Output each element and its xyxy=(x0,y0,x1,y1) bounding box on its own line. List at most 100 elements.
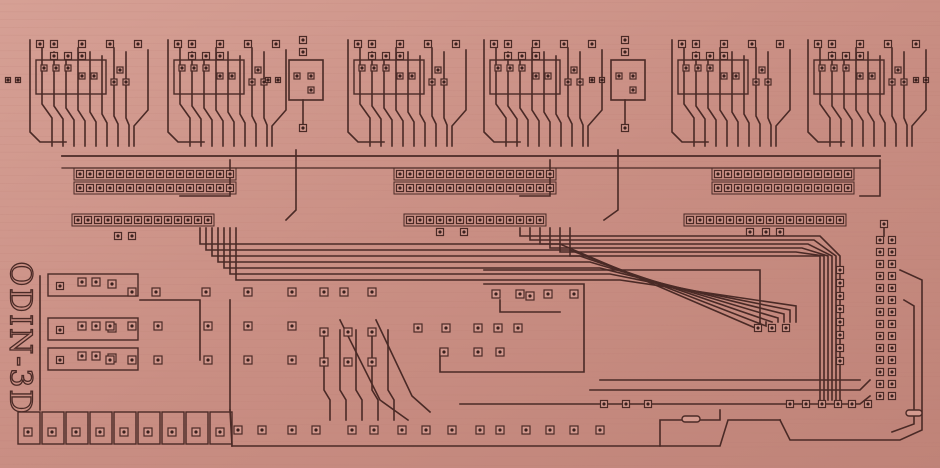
copper-trace xyxy=(383,55,393,147)
copper-trace xyxy=(271,49,287,147)
drill-hole xyxy=(346,330,350,334)
terminal-outline xyxy=(113,411,137,445)
drill-hole xyxy=(786,172,790,176)
copper-trace xyxy=(707,55,717,147)
drill-hole xyxy=(924,78,928,82)
copper-trace xyxy=(775,49,791,147)
copper-trace xyxy=(683,47,695,147)
drill-hole xyxy=(796,186,800,190)
copper-trace xyxy=(53,51,64,147)
grain-line xyxy=(0,282,940,286)
drill-hole xyxy=(722,42,726,46)
copper-trace xyxy=(229,227,791,323)
drill-hole xyxy=(94,280,98,284)
grain-line xyxy=(0,95,940,98)
copper-trace xyxy=(203,55,213,147)
drill-hole xyxy=(836,186,840,190)
drill-hole xyxy=(108,42,112,46)
drill-hole xyxy=(694,54,698,58)
grain-line xyxy=(0,417,940,420)
copper-trace xyxy=(167,39,205,143)
drill-hole xyxy=(218,74,222,78)
drill-hole xyxy=(836,402,840,406)
drill-hole xyxy=(492,42,496,46)
copper-trace xyxy=(339,329,347,421)
drill-hole xyxy=(838,281,842,285)
drill-hole xyxy=(520,54,524,58)
drill-hole xyxy=(890,238,894,242)
drill-hole xyxy=(890,298,894,302)
drill-hole xyxy=(590,78,594,82)
header-outline xyxy=(393,181,557,195)
copper-trace xyxy=(855,47,864,147)
drill-hole xyxy=(42,66,46,70)
drill-hole xyxy=(766,186,770,190)
drill-hole xyxy=(866,402,870,406)
drill-hole xyxy=(496,66,500,70)
drill-hole xyxy=(838,307,842,311)
drill-hole xyxy=(756,172,760,176)
copper-trace xyxy=(602,149,619,222)
drill-hole xyxy=(766,172,770,176)
copper-trace xyxy=(495,47,507,147)
drill-hole xyxy=(538,186,542,190)
drill-hole xyxy=(858,54,862,58)
drill-hole xyxy=(518,172,522,176)
copper-trace xyxy=(531,47,540,147)
drill-hole xyxy=(836,172,840,176)
drill-hole xyxy=(166,218,170,222)
copper-trace xyxy=(239,55,246,147)
copper-trace xyxy=(439,283,585,373)
drill-hole xyxy=(768,218,772,222)
drill-hole xyxy=(830,54,834,58)
drill-hole xyxy=(178,186,182,190)
drill-hole xyxy=(228,186,232,190)
drill-hole xyxy=(218,54,222,58)
grain-line xyxy=(0,19,940,22)
drill-hole xyxy=(54,66,58,70)
drill-hole xyxy=(778,218,782,222)
drill-hole xyxy=(218,42,222,46)
copper-trace xyxy=(227,51,235,147)
drill-hole xyxy=(398,74,402,78)
component-outline xyxy=(47,347,139,371)
copper-trace xyxy=(284,149,297,222)
drill-hole xyxy=(128,186,132,190)
drill-hole xyxy=(524,428,528,432)
grain-line xyxy=(0,112,940,116)
drill-hole xyxy=(760,68,764,72)
drill-hole xyxy=(322,330,326,334)
copper-trace xyxy=(519,55,529,147)
drill-hole xyxy=(766,80,770,84)
grain-line xyxy=(0,305,940,309)
copper-trace xyxy=(890,298,915,434)
drill-hole xyxy=(438,186,442,190)
terminal-outline xyxy=(89,411,113,445)
drill-hole xyxy=(838,268,842,272)
drill-hole xyxy=(38,42,42,46)
drill-hole xyxy=(94,324,98,328)
drill-hole xyxy=(400,428,404,432)
drill-hole xyxy=(631,74,635,78)
drill-hole xyxy=(826,186,830,190)
copper-trace xyxy=(807,39,845,143)
drill-hole xyxy=(698,218,702,222)
terminal-outline xyxy=(185,411,209,445)
drill-hole xyxy=(246,324,250,328)
drill-hole xyxy=(426,42,430,46)
board-name-text: ODIN-3D xyxy=(2,260,38,416)
copper-trace xyxy=(179,47,191,147)
drill-hole xyxy=(508,218,512,222)
drill-hole xyxy=(198,172,202,176)
drill-hole xyxy=(534,74,538,78)
drill-hole xyxy=(346,360,350,364)
drill-hole xyxy=(170,430,174,434)
copper-trace xyxy=(41,47,53,147)
drill-hole xyxy=(890,310,894,314)
drill-hole xyxy=(418,186,422,190)
drill-hole xyxy=(886,42,890,46)
copper-trace xyxy=(77,47,86,147)
drill-hole xyxy=(716,186,720,190)
small-block xyxy=(288,59,324,101)
